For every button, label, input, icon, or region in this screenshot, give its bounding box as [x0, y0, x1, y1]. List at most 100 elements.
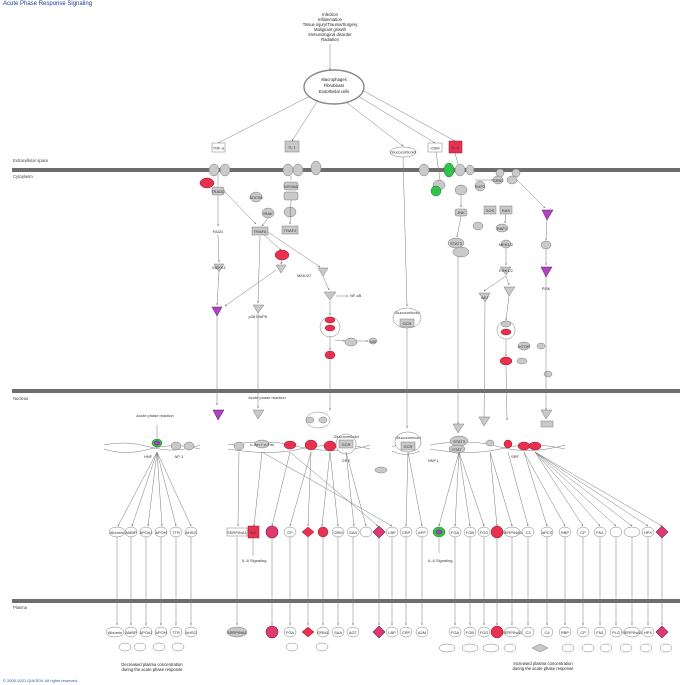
svg-text:MEK1/2: MEK1/2: [499, 242, 514, 247]
label-nucleus: Nucleus: [13, 396, 28, 401]
svg-text:FGB: FGB: [466, 530, 475, 535]
svg-text:FN1: FN1: [596, 630, 604, 635]
svg-text:APCS: APCS: [542, 530, 553, 535]
caption-increased: Increased plasma concentration during th…: [513, 661, 575, 671]
svg-text:GRB2: GRB2: [493, 178, 505, 183]
svg-text:C4: C4: [544, 630, 550, 635]
svg-text:STAT3: STAT3: [453, 439, 466, 444]
ligand-osm: OSM: [427, 142, 443, 153]
svg-text:Glucocorticoid: Glucocorticoid: [395, 435, 420, 440]
svg-text:STAT: STAT: [452, 447, 462, 452]
svg-text:IκB: IκB: [370, 339, 376, 344]
svg-text:during the acute phase respons: during the acute phase response: [122, 667, 184, 672]
cell-type-2: Fibroblasts: [324, 83, 344, 88]
svg-text:HPX: HPX: [644, 530, 653, 535]
svg-text:AHSG: AHSG: [185, 630, 196, 635]
svg-text:GCR: GCR: [342, 442, 351, 447]
svg-text:Inflammation: Inflammation: [318, 17, 343, 22]
svg-text:APOA1: APOA1: [139, 630, 153, 635]
ligand-tnf: TNF-α: [211, 142, 226, 153]
receptors: [208, 160, 521, 178]
svg-text:HNF1: HNF1: [428, 458, 439, 463]
svg-text:APP: APP: [418, 530, 426, 535]
svg-text:FGA: FGA: [451, 530, 460, 535]
nucleus-center-transcription: Acute phase reaction c-Jun + c-Fos Gluco…: [212, 395, 388, 474]
label-plasma: Plasma: [13, 605, 28, 610]
svg-text:STAT3: STAT3: [450, 241, 463, 246]
label-extracellular: Extracellular space: [13, 158, 49, 163]
label-cytoplasm: Cytoplasm: [13, 174, 33, 179]
svg-text:CP: CP: [580, 630, 586, 635]
svg-text:SERPINA1: SERPINA1: [227, 530, 248, 535]
svg-text:CP: CP: [580, 530, 586, 535]
cell-type-1: Macrophages: [321, 77, 346, 82]
svg-text:RAF1: RAF1: [497, 226, 508, 231]
ligand-il6: IL-6: [448, 140, 463, 154]
svg-text:Acute phase reaction: Acute phase reaction: [248, 395, 286, 400]
svg-text:AMBP: AMBP: [125, 530, 137, 535]
ligand-edges: [217, 89, 456, 147]
svg-text:IL6: IL6: [250, 530, 256, 535]
svg-text:Albumin: Albumin: [110, 530, 124, 535]
svg-text:Increased plasma concentration: Increased plasma concentration: [513, 661, 573, 666]
svg-text:AKT: AKT: [481, 295, 489, 300]
svg-text:GCR: GCR: [404, 444, 413, 449]
svg-text:mTOR: mTOR: [518, 344, 530, 349]
svg-text:C3: C3: [525, 530, 531, 535]
svg-text:CRP: CRP: [402, 530, 411, 535]
svg-text:during the acute phase respons: during the acute phase response: [513, 666, 575, 671]
svg-text:AHSG: AHSG: [185, 530, 196, 535]
svg-text:SOCS6: SOCS6: [249, 195, 263, 200]
svg-text:HPX: HPX: [644, 630, 653, 635]
transcription-edges: [117, 451, 663, 527]
svg-text:Glucocorticoid: Glucocorticoid: [390, 150, 415, 155]
svg-text:Immunological disorder: Immunological disorder: [308, 32, 352, 37]
svg-text:PLG: PLG: [612, 630, 620, 635]
svg-text:IL-6 Signaling: IL-6 Signaling: [242, 558, 266, 563]
svg-text:RBP: RBP: [561, 630, 570, 635]
copyright-notice: © 2000-2021 QIAGEN. All rights reserved.: [3, 678, 78, 683]
svg-text:TTR: TTR: [172, 530, 180, 535]
il6-signaling-links: IL-6 Signaling IL-6 Signaling: [242, 538, 452, 563]
svg-text:LBP: LBP: [388, 630, 396, 635]
nucleus-membrane: [12, 389, 680, 393]
svg-text:C3: C3: [525, 630, 531, 635]
ligand-il1: IL-1: [284, 140, 300, 153]
svg-text:SERPINA3: SERPINA3: [502, 530, 523, 535]
cytoplasm-gcr-cluster: Glucocorticoid GCR: [392, 307, 422, 329]
svg-text:TRADD: TRADD: [211, 189, 225, 194]
svg-text:TNF-α: TNF-α: [213, 146, 225, 151]
svg-text:TTR: TTR: [172, 630, 180, 635]
svg-text:AMBP: AMBP: [125, 630, 137, 635]
top-causes: Infection Inflammation Tissue injury/Tra…: [303, 12, 359, 42]
cytoplasm-edges: [216, 151, 548, 429]
secretion-edges: [116, 537, 663, 626]
svg-text:FGA: FGA: [286, 630, 295, 635]
svg-text:SAA: SAA: [349, 530, 357, 535]
plasma-membrane: [12, 599, 680, 603]
svg-text:HNF: HNF: [144, 454, 153, 459]
svg-text:TRAF6: TRAF6: [254, 229, 267, 234]
svg-text:AGT: AGT: [349, 630, 358, 635]
svg-text:CRP: CRP: [402, 630, 411, 635]
svg-text:OSM: OSM: [430, 146, 439, 151]
svg-text:JNK: JNK: [457, 210, 465, 215]
svg-text:AP-1: AP-1: [175, 454, 185, 459]
svg-text:FGG: FGG: [480, 630, 489, 635]
svg-text:SHP2: SHP2: [475, 184, 486, 189]
svg-text:FGA: FGA: [451, 630, 460, 635]
svg-text:c-Jun + c-Fos: c-Jun + c-Fos: [250, 442, 274, 447]
svg-text:MKK4/7: MKK4/7: [297, 273, 312, 278]
svg-text:Albumin: Albumin: [108, 630, 122, 635]
svg-text:Glucocorticoid: Glucocorticoid: [333, 434, 358, 439]
plasma-row: Albumin AMBP APOA1 APOH TTR AHSG SERPINA…: [105, 625, 673, 653]
svg-text:MYD88: MYD88: [284, 184, 298, 189]
svg-text:Infection: Infection: [322, 12, 339, 17]
svg-text:SERPINA1: SERPINA1: [227, 630, 248, 635]
svg-text:SAA: SAA: [334, 630, 342, 635]
svg-text:ORM1: ORM1: [317, 630, 329, 635]
svg-text:ORM: ORM: [333, 530, 342, 535]
nucleus-right-transcription: STAT3 STAT HNF1 SRF: [428, 409, 566, 463]
svg-text:GCR: GCR: [403, 321, 412, 326]
